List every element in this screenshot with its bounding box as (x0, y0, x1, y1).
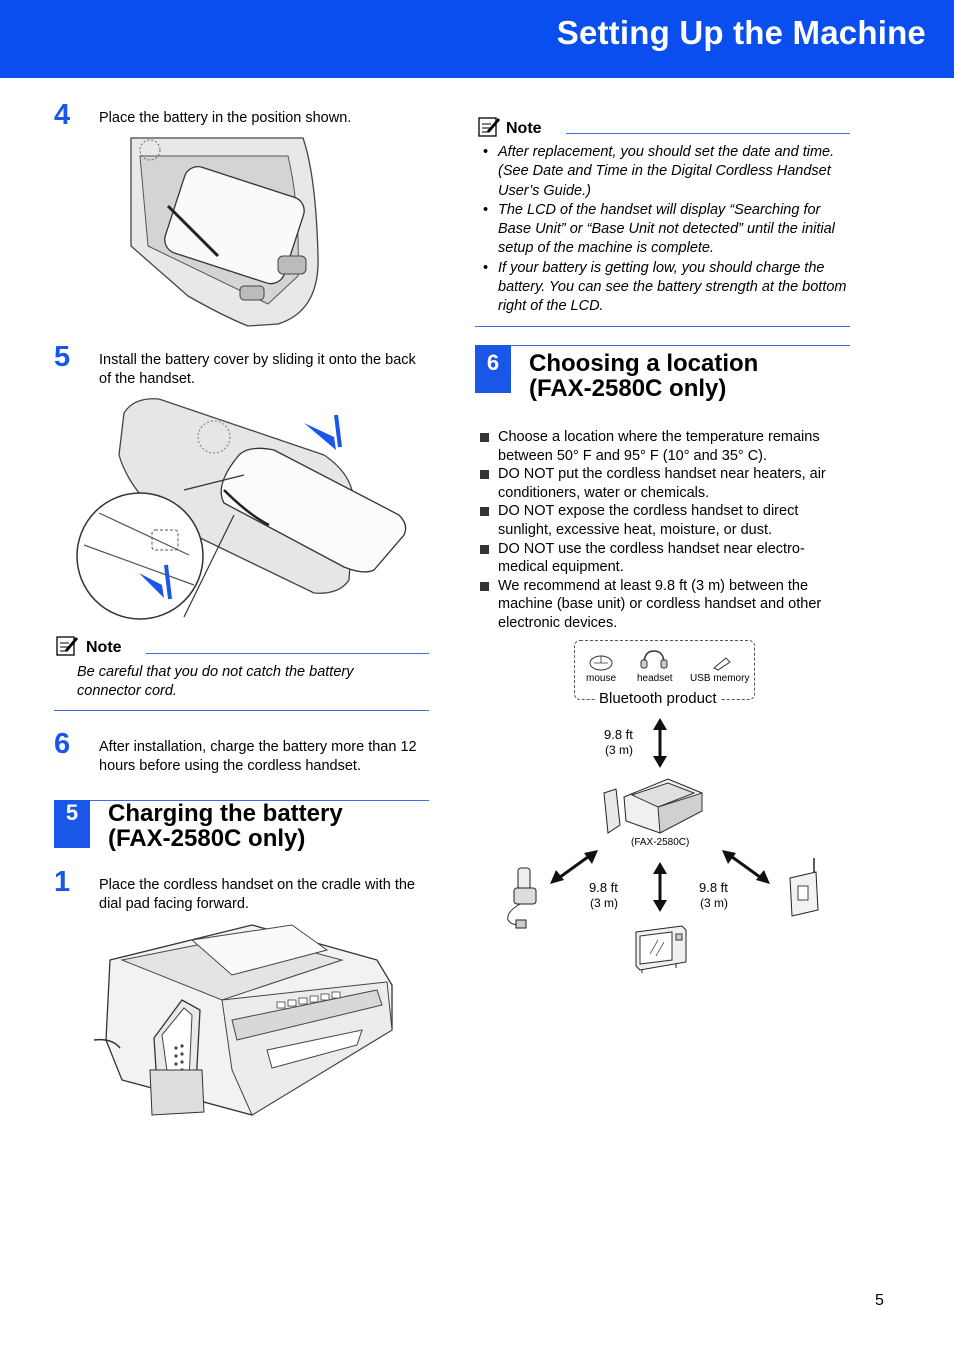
step-4-text: Place the battery in the position shown. (99, 110, 352, 126)
note-text: Be careful that you do not catch the bat… (77, 664, 354, 700)
note-rule (146, 653, 429, 654)
microwave-icon (635, 925, 687, 973)
dist-right-ft: 9.8 ft (699, 880, 728, 895)
headset-icon (640, 650, 668, 669)
battery-placement-illustration (130, 137, 319, 327)
arrow-vertical-top (653, 718, 667, 768)
bt-usb-label: USB memory (690, 673, 750, 684)
cordless-phone-icon (507, 867, 537, 929)
step-1-number: 1 (54, 866, 71, 898)
section-5-number: 5 (54, 800, 90, 848)
bullet-item: DO NOT expose the cordless handset to di… (478, 502, 854, 539)
note-2-label: Note (506, 120, 542, 137)
bullet-item: We recommend at least 9.8 ft (3 m) betwe… (478, 577, 854, 633)
fax-machine-icon (603, 778, 703, 834)
step-6-text: After installation, charge the battery m… (99, 739, 417, 774)
step-5-text: Install the battery cover by sliding it … (99, 352, 416, 387)
page-number: 5 (875, 1292, 884, 1309)
router-icon (789, 858, 819, 917)
note-2-rule (566, 133, 850, 134)
bullet-item: DO NOT put the cordless handset near hea… (478, 465, 854, 502)
section-5-title: Charging the battery (FAX-2580C only) (108, 801, 343, 851)
section-5-title-line2: (FAX-2580C only) (108, 825, 306, 852)
bullet-item: Choose a location where the temperature … (478, 428, 854, 465)
dist-right-m: (3 m) (700, 896, 728, 910)
mouse-icon (589, 655, 613, 671)
arrow-diagonal-left (550, 850, 598, 884)
bluetooth-product-label: Bluetooth product (596, 690, 720, 707)
bt-headset-label: headset (637, 673, 673, 684)
note-2-item: After replacement, you should set the da… (477, 143, 852, 201)
note-2-bottom-rule (475, 326, 850, 327)
section-6-title-line1: Choosing a location (529, 350, 759, 377)
machine-with-handset-illustration (93, 924, 393, 1116)
arrow-diagonal-right (722, 850, 770, 884)
step-1-text: Place the cordless handset on the cradle… (99, 877, 415, 912)
section-5-title-line1: Charging the battery (108, 800, 343, 827)
note-2-list: After replacement, you should set the da… (477, 143, 852, 317)
usb-memory-icon (713, 657, 731, 671)
page-title: Setting Up the Machine (556, 14, 926, 51)
bullet-item: DO NOT use the cordless handset near ele… (478, 540, 854, 577)
section-5-rule (54, 800, 429, 801)
arrow-vertical-bottom (653, 862, 667, 912)
note-bottom-rule (54, 710, 429, 711)
section-6-title-line2: (FAX-2580C only) (529, 375, 727, 402)
note-icon (56, 636, 78, 656)
location-bullets: Choose a location where the temperature … (478, 428, 854, 633)
battery-cover-illustration (76, 398, 407, 620)
fax-label: (FAX-2580C) (631, 837, 690, 848)
section-6-title: Choosing a location (FAX-2580C only) (529, 351, 758, 401)
step-6-number: 6 (54, 728, 71, 760)
note-2-item: If your battery is getting low, you shou… (477, 259, 852, 317)
bt-mouse-label: mouse (586, 673, 617, 684)
dist-top-m: (3 m) (605, 743, 633, 757)
note-icon-2 (478, 117, 500, 137)
step-4-number: 4 (54, 99, 71, 131)
dist-top-ft: 9.8 ft (604, 727, 633, 742)
section-6-number: 6 (475, 345, 511, 393)
note-2-item: The LCD of the handset will display “Sea… (477, 201, 852, 259)
step-5-number: 5 (54, 341, 71, 373)
note-label: Note (86, 639, 122, 656)
dist-left-m: (3 m) (590, 896, 618, 910)
dist-left-ft: 9.8 ft (589, 880, 618, 895)
header-bar (0, 0, 954, 78)
section-6-rule (475, 345, 850, 346)
